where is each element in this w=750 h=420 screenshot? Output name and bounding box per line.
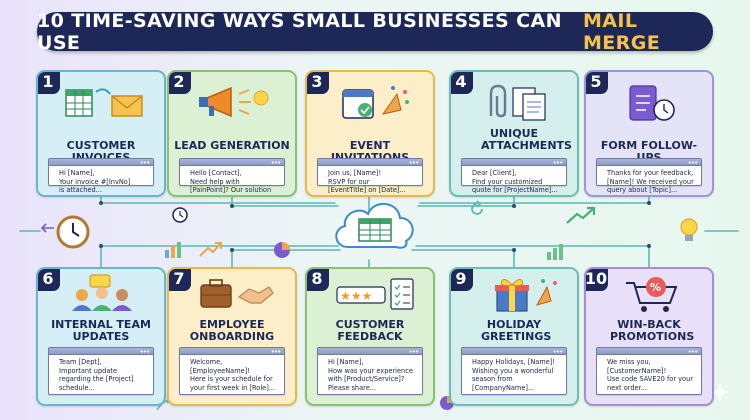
- card-title: WIN-BACK PROMOTIONS: [610, 318, 695, 343]
- pie-chart-icon: [274, 242, 290, 258]
- window-chrome: [49, 348, 153, 355]
- arrow-icon: [40, 223, 54, 233]
- template-snippet: Team [Dept], Important update regarding …: [48, 347, 154, 395]
- team-icon: [72, 274, 132, 311]
- card-title: HOLIDAY GREETINGS: [481, 318, 552, 343]
- snippet-text: Team [Dept], Important update regarding …: [59, 358, 134, 392]
- template-snippet: Thanks for your feedback, [Name]! We rec…: [596, 158, 702, 194]
- window-chrome: [462, 159, 566, 166]
- snippet-text: Join us, [Name]! RSVP for our [EventTitl…: [328, 169, 406, 195]
- cloud-spreadsheet-icon: [335, 203, 414, 249]
- card-number: 6: [38, 269, 60, 291]
- window-chrome: [462, 348, 566, 355]
- svg-text:%: %: [650, 281, 661, 294]
- card-customer-feedback: 8 ★★★ CUSTOMER FEEDBACK Hi [Name], How w…: [305, 267, 435, 406]
- stars-clipboard-icon: ★★★: [336, 278, 414, 310]
- window-chrome: [49, 159, 153, 166]
- card-internal-team-updates: 6 INTERNAL TEAM UPDATES Team [Dept], Imp…: [36, 267, 166, 406]
- card-number: 5: [586, 72, 608, 94]
- cart-discount-icon: %: [626, 277, 678, 312]
- snippet-text: We miss you, [CustomerName]! Use code SA…: [607, 358, 693, 392]
- wall-clock-icon: [56, 215, 90, 249]
- template-snippet: Hi [Name], How was your experience with …: [317, 347, 423, 395]
- sparkle-icon: [710, 382, 730, 402]
- snippet-text: Thanks for your feedback, [Name]! We rec…: [607, 169, 694, 195]
- window-chrome: [597, 159, 701, 166]
- template-snippet: We miss you, [CustomerName]! Use code SA…: [596, 347, 702, 395]
- template-snippet: Hi [Name], Your invoice #[InvNo] is atta…: [48, 158, 154, 194]
- briefcase-handshake-icon: [200, 279, 274, 308]
- gift-icon: [495, 279, 557, 312]
- snippet-text: Welcome, [EmployeeName]! Here is your sc…: [190, 358, 276, 392]
- card-event-invitations: 3 EVENT INVITATIONS Join us, [Name]! RSV…: [305, 70, 435, 197]
- card-number: 8: [307, 269, 329, 291]
- paperclip-documents-icon: [489, 84, 546, 121]
- bar-chart-icon: [165, 242, 181, 258]
- card-holiday-greetings: 9 HOLIDAY GREETINGS Happy Holidays, [Nam…: [449, 267, 579, 406]
- trend-arrow-icon: [199, 242, 222, 257]
- snippet-text: Hello [Contact], Need help with [PainPoi…: [190, 169, 272, 195]
- card-win-back-promotions: 10 % WIN-BACK PROMOTIONS We miss you, [C…: [584, 267, 714, 406]
- card-unique-attachments: 4 UNIQUE ATTACHMENTS Dear [Client], Find…: [449, 70, 579, 197]
- title-main: 10 TIME-SAVING WAYS SMALL BUSINESSES CAN…: [37, 9, 562, 54]
- card-employee-onboarding: 7 EMPLOYEE ONBOARDING Welcome, [Employee…: [167, 267, 297, 406]
- snippet-text: Hi [Name], Your invoice #[InvNo] is atta…: [59, 169, 131, 195]
- bar-chart-2-icon: [547, 244, 563, 260]
- card-number: 1: [38, 72, 60, 94]
- lightbulb-icon: [680, 218, 698, 241]
- small-clock-icon: [172, 207, 188, 223]
- card-lead-generation: 2 LEAD GENERATION Hello [Contact], Need …: [167, 70, 297, 197]
- template-snippet: Happy Holidays, [Name]! Wishing you a wo…: [461, 347, 567, 395]
- card-title: LEAD GENERATION: [174, 139, 290, 152]
- title-highlight: MAIL MERGE: [582, 9, 661, 54]
- refresh-icon: [471, 200, 483, 215]
- card-number: 4: [451, 72, 473, 94]
- card-number: 3: [307, 72, 329, 94]
- window-chrome: [597, 348, 701, 355]
- card-title: INTERNAL TEAM UPDATES: [51, 318, 151, 343]
- spreadsheet-envelope-icon: [65, 88, 143, 117]
- snippet-text: Hi [Name], How was your experience with …: [328, 358, 413, 392]
- window-chrome: [318, 348, 422, 355]
- card-number: 10: [586, 269, 608, 291]
- form-clock-icon: [629, 85, 675, 121]
- window-chrome: [318, 159, 422, 166]
- template-snippet: Welcome, [EmployeeName]! Here is your sc…: [179, 347, 285, 395]
- svg-text:★★★: ★★★: [340, 289, 372, 303]
- calendar-party-icon: [342, 86, 409, 119]
- card-number: 9: [451, 269, 473, 291]
- template-snippet: Join us, [Name]! RSVP for our [EventTitl…: [317, 158, 423, 194]
- template-snippet: Hello [Contact], Need help with [PainPoi…: [179, 158, 285, 194]
- card-number: 7: [169, 269, 191, 291]
- template-snippet: Dear [Client], Find your customized quot…: [461, 158, 567, 194]
- window-chrome: [180, 348, 284, 355]
- card-title: EMPLOYEE ONBOARDING: [189, 318, 275, 343]
- card-form-follow-ups: 5 FORM FOLLOW-UPS Thanks for your feedba…: [584, 70, 714, 197]
- card-number: 2: [169, 72, 191, 94]
- card-customer-invoices: 1 CUSTOMER INVOICES Hi [Name], Your invo…: [36, 70, 166, 197]
- page-title: 10 TIME-SAVING WAYS SMALL BUSINESSES CAN…: [37, 9, 713, 54]
- megaphone-icon: [199, 86, 269, 118]
- card-title: CUSTOMER FEEDBACK: [335, 318, 405, 343]
- card-title: UNIQUE ATTACHMENTS: [481, 127, 572, 152]
- snippet-text: Happy Holidays, [Name]! Wishing you a wo…: [472, 358, 556, 392]
- snippet-text: Dear [Client], Find your customized quot…: [472, 169, 558, 195]
- window-chrome: [180, 159, 284, 166]
- growth-arrow-icon: [566, 206, 596, 224]
